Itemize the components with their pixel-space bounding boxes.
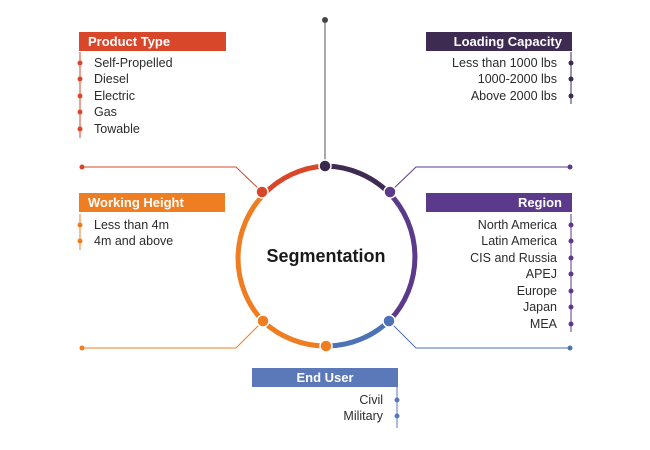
region-item: Latin America <box>481 234 557 248</box>
product-type-item: Electric <box>94 89 135 103</box>
working-height-connector-line <box>82 320 264 349</box>
center-label: Segmentation <box>266 246 386 266</box>
region-item: APEJ <box>525 267 557 281</box>
loading-capacity-connector-line <box>389 166 570 193</box>
end-user-connector-line <box>388 320 570 349</box>
working-height-item: Less than 4m <box>94 218 170 232</box>
ring-node-product-type <box>255 185 269 199</box>
region-item: North America <box>477 218 557 232</box>
product-type-item: Diesel <box>94 72 129 86</box>
loading-capacity-item: Less than 1000 lbs <box>452 56 557 70</box>
ring-node-end-user <box>382 314 396 328</box>
ring-segment-loading-capacity <box>326 163 391 195</box>
working-height-header: Working Height <box>79 193 225 212</box>
product-type-connector-line <box>82 166 263 193</box>
working-height-item: 4m and above <box>94 234 174 248</box>
end-user-list-dots <box>394 397 400 419</box>
loading-capacity-list-dots <box>568 60 574 99</box>
region-item: MEA <box>529 317 557 331</box>
region-header: Region <box>426 193 572 212</box>
working-height-list-dots <box>77 222 83 244</box>
product-type-header: Product Type <box>79 32 226 51</box>
ring-node-loading-capacity <box>383 185 397 199</box>
ring-node-top <box>318 159 332 173</box>
ring-segment-working-height-lower <box>261 319 328 349</box>
product-type-list-dots <box>77 60 83 132</box>
ring-segment-region <box>387 191 418 322</box>
loading-capacity-item: Above 2000 lbs <box>470 89 557 103</box>
product-type-connector-end-dot <box>79 164 85 170</box>
loading-capacity-header: Loading Capacity <box>426 32 572 51</box>
end-user-connector-end-dot <box>567 345 573 351</box>
ring-segment-end-user <box>326 318 392 349</box>
product-type-item: Self-Propelled <box>94 56 173 70</box>
region-list-dots <box>568 222 574 327</box>
region-item: Japan <box>522 300 557 314</box>
ring-node-bottom <box>319 339 333 353</box>
end-user-item: Civil <box>359 393 383 407</box>
region-item: Europe <box>516 284 557 298</box>
ring-node-working-height <box>256 314 270 328</box>
loading-capacity-item: 1000-2000 lbs <box>477 72 557 86</box>
top-connector-end-dot <box>322 17 328 23</box>
loading-capacity-connector-end-dot <box>567 164 573 170</box>
region-item: CIS and Russia <box>470 251 557 265</box>
end-user-item: Military <box>343 409 383 423</box>
end-user-header: End User <box>252 368 398 387</box>
working-height-connector-end-dot <box>79 345 85 351</box>
ring-segment-product-type <box>262 163 325 196</box>
product-type-item: Gas <box>94 105 117 119</box>
product-type-item: Towable <box>94 122 140 136</box>
ring-segment-working-height-left <box>235 192 266 324</box>
